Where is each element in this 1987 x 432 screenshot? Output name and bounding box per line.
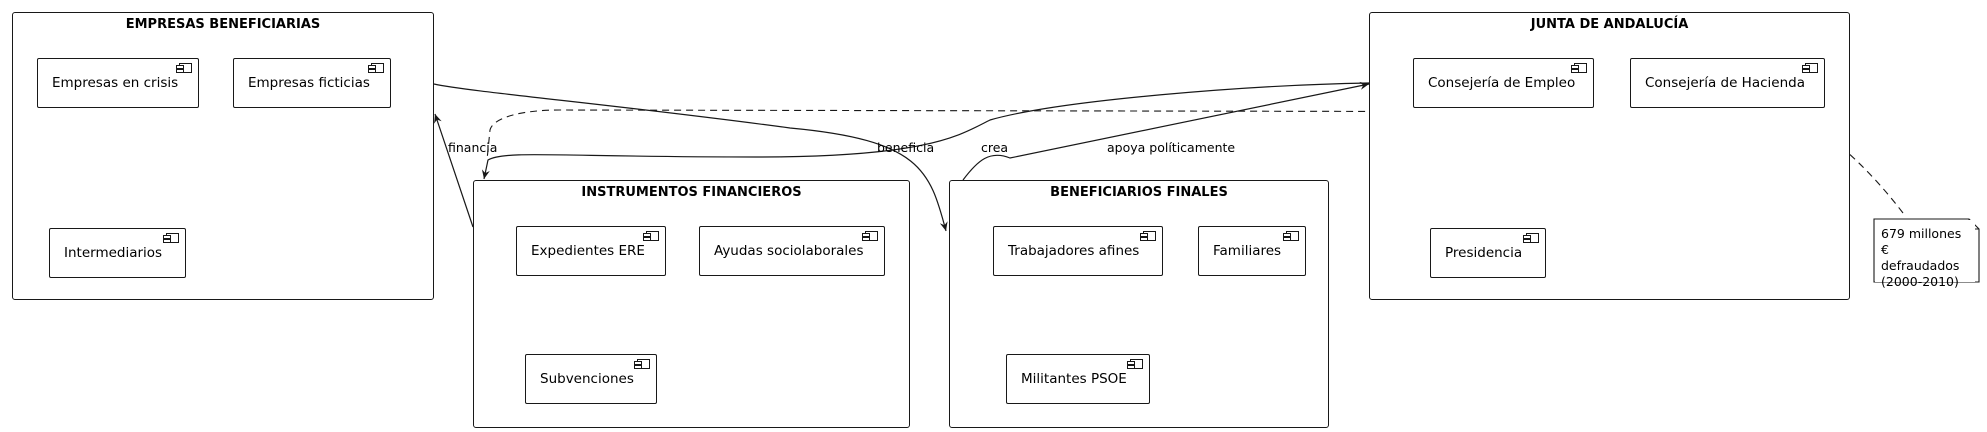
package-title: EMPRESAS BENEFICIARIAS: [125, 17, 321, 32]
component-icon: [1127, 359, 1143, 369]
label-crea: crea: [981, 140, 1009, 155]
component-icon: [163, 233, 179, 243]
component-label: Subvenciones: [540, 371, 634, 387]
component-trabajadores-afines[interactable]: Trabajadores afines: [993, 226, 1163, 276]
component-ayudas-sociolaborales[interactable]: Ayudas sociolaborales: [699, 226, 885, 276]
component-empresas-en-crisis[interactable]: Empresas en crisis: [37, 58, 199, 108]
package-empresas-beneficiarias[interactable]: EMPRESAS BENEFICIARIAS Empresas en crisi…: [12, 12, 434, 300]
component-label: Empresas ficticias: [248, 75, 370, 91]
component-icon: [634, 359, 650, 369]
component-consejeria-de-hacienda[interactable]: Consejería de Hacienda: [1630, 58, 1825, 108]
component-icon: [1523, 233, 1539, 243]
edge-beneficia: [433, 83, 948, 232]
note-line-2: defraudados: [1881, 258, 1960, 273]
component-label: Militantes PSOE: [1021, 371, 1127, 387]
component-subvenciones[interactable]: Subvenciones: [525, 354, 657, 404]
package-title: JUNTA DE ANDALUCÍA: [1530, 17, 1689, 32]
label-financia: financia: [448, 140, 498, 155]
component-icon: [1140, 231, 1156, 241]
component-icon: [1283, 231, 1299, 241]
component-label: Consejería de Hacienda: [1645, 75, 1805, 91]
package-title: INSTRUMENTOS FINANCIEROS: [581, 185, 802, 200]
edge-crea: [481, 82, 1370, 180]
note-defraudados: 679 millones € defraudados (2000-2010): [1875, 220, 1975, 289]
component-icon: [1802, 63, 1818, 73]
component-icon: [862, 231, 878, 241]
component-label: Ayudas sociolaborales: [714, 243, 864, 259]
component-consejeria-de-empleo[interactable]: Consejería de Empleo: [1413, 58, 1594, 108]
package-instrumentos-financieros[interactable]: INSTRUMENTOS FINANCIEROS Expedientes ERE…: [473, 180, 910, 428]
package-beneficiarios-finales[interactable]: BENEFICIARIOS FINALES Trabajadores afine…: [949, 180, 1329, 428]
component-icon: [368, 63, 384, 73]
component-icon: [643, 231, 659, 241]
edge-financia: [434, 113, 474, 228]
component-label: Trabajadores afines: [1008, 243, 1140, 259]
package-junta-de-andalucia[interactable]: JUNTA DE ANDALUCÍA Consejería de Empleo …: [1369, 12, 1850, 300]
component-label: Presidencia: [1445, 245, 1523, 261]
component-intermediarios[interactable]: Intermediarios: [49, 228, 186, 278]
edge-apoya: [962, 81, 1370, 181]
note-line-3: (2000-2010): [1881, 274, 1959, 289]
component-militantes-psoe[interactable]: Militantes PSOE: [1006, 354, 1150, 404]
component-label: Expedientes ERE: [531, 243, 645, 259]
component-expedientes-ere[interactable]: Expedientes ERE: [516, 226, 666, 276]
component-empresas-ficticias[interactable]: Empresas ficticias: [233, 58, 391, 108]
component-icon: [176, 63, 192, 73]
component-presidencia[interactable]: Presidencia: [1430, 228, 1546, 278]
component-label: Familiares: [1213, 243, 1282, 259]
component-label: Consejería de Empleo: [1428, 75, 1576, 91]
component-icon: [1571, 63, 1587, 73]
component-familiares[interactable]: Familiares: [1198, 226, 1306, 276]
label-beneficia: beneficia: [877, 140, 935, 155]
package-title: BENEFICIARIOS FINALES: [1050, 185, 1228, 200]
component-label: Intermediarios: [64, 245, 163, 261]
component-label: Empresas en crisis: [52, 75, 179, 91]
note-line-1: 679 millones €: [1881, 226, 1962, 257]
label-apoya-politicamente: apoya políticamente: [1107, 140, 1236, 155]
